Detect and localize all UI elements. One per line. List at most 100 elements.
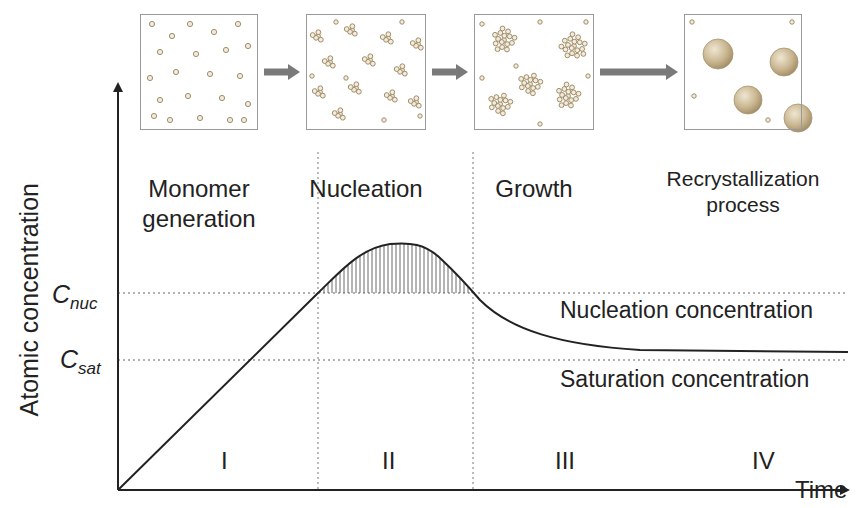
particle (538, 20, 542, 24)
hatch-stroke (380, 235, 381, 293)
panel-frame (474, 14, 594, 130)
particle (532, 73, 537, 78)
hatch-stroke (460, 235, 461, 293)
stage-panel: Nucleation (306, 14, 426, 130)
sphere (703, 39, 733, 69)
hatch-stroke (440, 235, 441, 293)
hatch-stroke (472, 235, 473, 293)
stage-panel: Growth (474, 14, 594, 130)
particle (235, 21, 240, 26)
particle (211, 29, 216, 34)
particle (582, 41, 587, 46)
hatch-stroke (444, 235, 445, 293)
particle (384, 93, 389, 98)
particle (565, 53, 570, 58)
particle (538, 122, 542, 126)
hatch-stroke (332, 235, 333, 293)
particle (370, 61, 375, 66)
particle (690, 20, 694, 24)
arrow-shaft (264, 69, 288, 76)
particle (320, 93, 325, 98)
particle (237, 73, 242, 78)
particle (493, 32, 498, 37)
panel-frame (684, 14, 802, 130)
particle (157, 49, 162, 54)
particle (557, 88, 562, 93)
particle (241, 117, 246, 122)
hatch-stroke (428, 235, 429, 293)
particle (418, 45, 423, 50)
particle (400, 20, 404, 24)
arrow-head (456, 64, 468, 80)
x-axis (118, 489, 848, 491)
particle (408, 99, 413, 104)
particle (506, 29, 511, 34)
particle (350, 24, 355, 29)
particle (524, 75, 529, 80)
particle (533, 78, 538, 83)
hatch-stroke (424, 235, 425, 293)
particle (568, 36, 573, 41)
hatch-stroke (456, 235, 457, 293)
particle (322, 59, 327, 64)
hatch-stroke (340, 235, 341, 293)
particle (310, 33, 315, 38)
particle (503, 98, 508, 103)
particle (354, 82, 359, 87)
particle (564, 82, 569, 87)
particle (197, 115, 202, 120)
particle (338, 108, 343, 113)
arrow-head (666, 64, 678, 80)
particle (502, 93, 507, 98)
hatch-stroke (352, 235, 353, 293)
particle (766, 118, 770, 122)
panel-frame (306, 14, 426, 130)
particle (418, 114, 422, 118)
hatch-stroke (376, 235, 377, 293)
particle (223, 47, 228, 52)
stage-label: Growth (454, 174, 614, 204)
particle (510, 41, 515, 46)
particle (559, 103, 564, 108)
chart-label: Nucleation concentration (560, 298, 813, 323)
particle (570, 32, 575, 37)
hatch-stroke (436, 235, 437, 293)
particle (538, 79, 543, 84)
particle (386, 32, 391, 37)
particle (402, 71, 407, 76)
particle (571, 90, 576, 95)
particle (410, 41, 415, 46)
particle (496, 109, 501, 114)
particle (312, 89, 317, 94)
nucleation-threshold (118, 293, 848, 294)
particle (505, 47, 510, 52)
particle (494, 95, 499, 100)
hatch-stroke (320, 235, 321, 293)
particle (416, 38, 421, 43)
particle (390, 90, 395, 95)
particle (519, 76, 524, 81)
particle (328, 56, 333, 61)
sphere (784, 104, 812, 132)
particle (344, 27, 349, 32)
particle (334, 20, 338, 24)
particle (356, 89, 361, 94)
particle (400, 64, 405, 69)
particle (535, 84, 540, 89)
particle (507, 34, 512, 39)
concentration-curve (118, 243, 848, 490)
particle (580, 47, 585, 52)
particle (207, 71, 212, 76)
sphere (734, 86, 762, 114)
particle (245, 43, 250, 48)
particle (318, 86, 323, 91)
particle (519, 85, 524, 90)
particle (173, 69, 178, 74)
particle (368, 54, 373, 59)
particle (576, 35, 581, 40)
arrow-head (288, 64, 300, 80)
particle (227, 117, 232, 122)
saturation-threshold (118, 360, 848, 361)
particle (557, 97, 562, 102)
particle (149, 21, 154, 26)
